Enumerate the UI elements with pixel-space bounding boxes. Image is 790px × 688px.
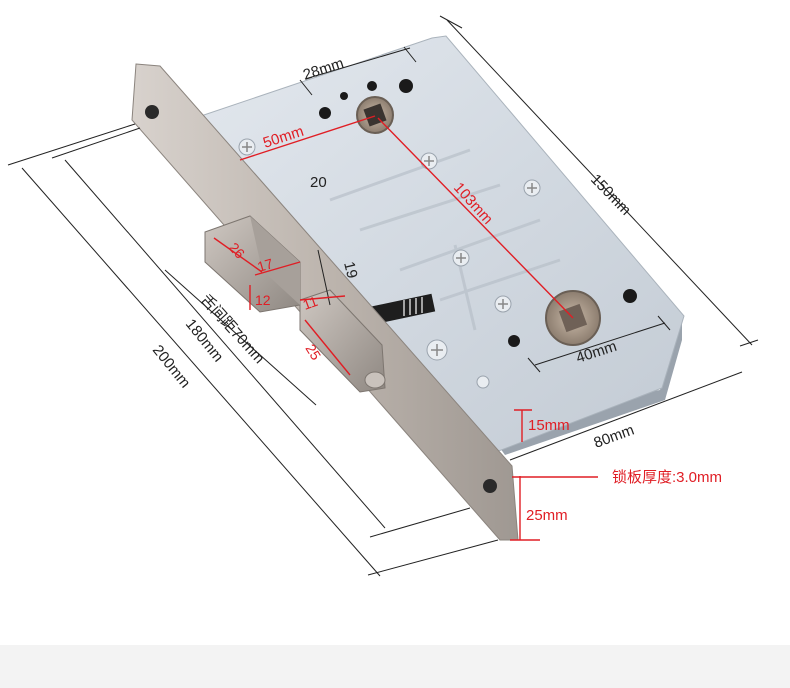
faceplate-hole-top xyxy=(145,105,159,119)
latch-tongue-face xyxy=(250,216,300,305)
label-12: 12 xyxy=(255,292,271,308)
label-25mm-faceplate: 25mm xyxy=(526,507,568,524)
label-15mm: 15mm xyxy=(528,417,570,434)
lower-bolt xyxy=(299,289,386,393)
label-faceplate-thickness: 锁板厚度:3.0mm xyxy=(612,468,722,486)
label-17: 17 xyxy=(255,255,275,275)
dimension-lines-black xyxy=(7,15,759,577)
label-20: 20 xyxy=(310,174,327,191)
lower-bolt-roller xyxy=(364,371,386,389)
label-11: 11 xyxy=(301,293,320,313)
screws xyxy=(238,138,541,389)
spring-slot xyxy=(370,293,436,325)
case-holes xyxy=(319,79,637,347)
spring xyxy=(403,297,423,316)
faceplate-hole-bottom xyxy=(483,479,497,493)
label-200mm: 200mm xyxy=(149,342,194,392)
floor-shade xyxy=(0,645,790,688)
label-19: 19 xyxy=(340,260,361,280)
label-25-bolt: 25 xyxy=(302,341,324,363)
dimension-lines-red xyxy=(213,115,598,541)
